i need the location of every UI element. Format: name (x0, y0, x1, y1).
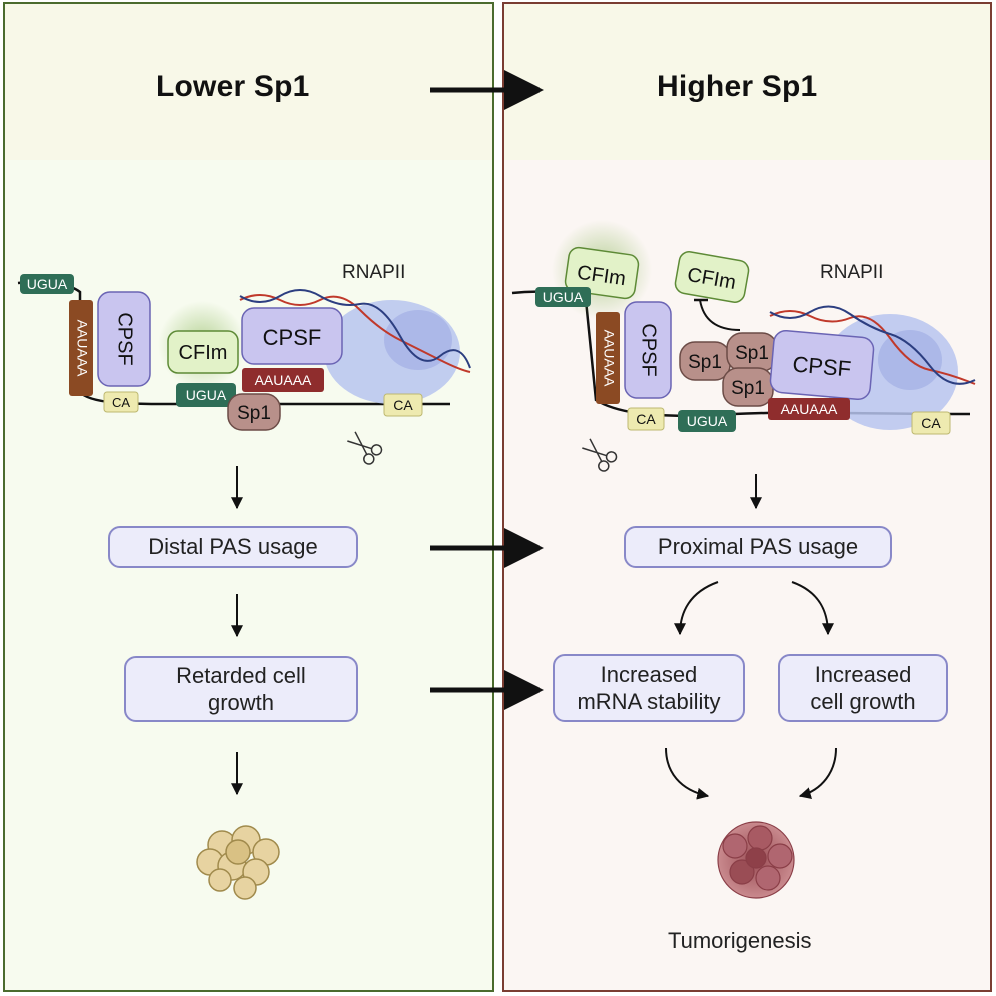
right-ca-a (627, 407, 665, 431)
left-step-retarded-growth: Retarded cell growth (124, 656, 358, 722)
svg-text:UGUA: UGUA (27, 276, 68, 292)
left-cell-cluster-icon (196, 825, 280, 900)
right-curve-arrow-left (674, 581, 719, 636)
left-title: Lower Sp1 (156, 70, 310, 103)
svg-text:CPSF: CPSF (638, 323, 660, 376)
svg-text:AAUAAA: AAUAAA (781, 401, 838, 417)
left-header-band (5, 4, 492, 160)
right-cpsf-b (769, 330, 875, 400)
right-inhibition-icon (699, 299, 741, 331)
right-cpsf-a (624, 301, 672, 399)
left-aauaaa-b (242, 368, 324, 392)
right-aauaaa-b (768, 398, 850, 420)
left-cfim (167, 330, 239, 374)
right-panel-higher-sp1 (502, 2, 992, 992)
right-ugua-b (678, 410, 736, 432)
svg-text:CA: CA (636, 411, 656, 427)
tumorigenesis-label: Tumorigenesis (668, 928, 812, 953)
left-rnapii-label: RNAPII (342, 262, 405, 283)
left-cpsf-b (241, 307, 343, 365)
left-cpsf-a (97, 291, 151, 387)
svg-text:AAUAAA: AAUAAA (74, 320, 90, 377)
left-complex: UGUA AAUAAA CPSF CA CFIm UGUA CPSF AAUAA… (17, 262, 471, 465)
right-step-cell-growth: Increased cell growth (778, 654, 948, 722)
right-title: Higher Sp1 (657, 70, 818, 103)
svg-text:Sp1: Sp1 (688, 352, 722, 373)
right-header-band (504, 4, 990, 160)
svg-text:CPSF: CPSF (114, 312, 136, 365)
svg-text:CPSF: CPSF (263, 325, 322, 350)
left-ca-b (383, 393, 423, 417)
right-converge-arrow-right (798, 747, 837, 799)
right-scissors-icon (582, 438, 618, 472)
left-aauaaa-a (69, 300, 93, 396)
right-ugua-a (535, 287, 591, 307)
right-ca-b (911, 411, 951, 435)
left-ugua-b (176, 383, 236, 407)
right-complex: CFIm UGUA AAUAAA CPSF CFIm Sp1 Sp1 Sp1 C… (511, 220, 976, 472)
right-rnapii-label: RNAPII (820, 262, 883, 283)
left-ugua-a (20, 274, 74, 294)
right-step-mrna-stability: Increased mRNA stability (553, 654, 745, 722)
right-converge-arrow-left (665, 747, 710, 800)
left-dna-helix-icon (239, 294, 471, 373)
right-aauaaa-a (596, 312, 620, 404)
svg-text:Sp1: Sp1 (237, 403, 271, 424)
svg-text:CA: CA (393, 397, 413, 413)
left-scissors-icon (347, 431, 383, 465)
right-cfim-b (674, 251, 750, 303)
right-cfim-a (564, 246, 640, 300)
svg-text:UGUA: UGUA (186, 387, 227, 403)
svg-text:Sp1: Sp1 (731, 378, 765, 399)
left-sp1 (227, 393, 281, 431)
tumor-cluster-icon (717, 821, 795, 899)
left-step-distal-pas: Distal PAS usage (108, 526, 358, 568)
svg-text:UGUA: UGUA (687, 413, 728, 429)
right-step-proximal-pas: Proximal PAS usage (624, 526, 892, 568)
svg-text:UGUA: UGUA (543, 289, 584, 305)
svg-text:CFIm: CFIm (179, 342, 228, 364)
svg-text:AAUAAA: AAUAAA (601, 330, 617, 387)
svg-text:CA: CA (921, 415, 941, 431)
right-curve-arrow-right (791, 581, 834, 636)
svg-text:AAUAAA: AAUAAA (255, 372, 312, 388)
svg-text:CPSF: CPSF (792, 351, 853, 381)
svg-text:Sp1: Sp1 (735, 343, 769, 364)
svg-text:CA: CA (112, 395, 130, 410)
left-ca-a (103, 391, 139, 413)
